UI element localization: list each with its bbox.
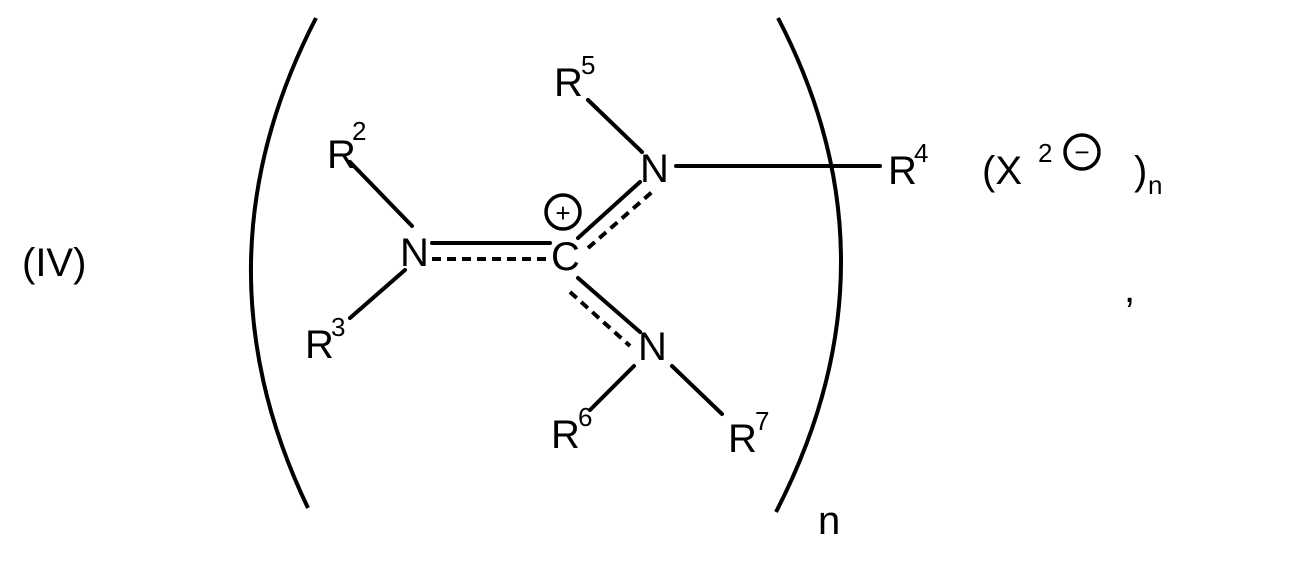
r6-sup: 6 [578,402,592,432]
r7-sup: 7 [755,406,769,436]
r4-sup: 4 [914,138,928,168]
trailing-comma: , [1124,267,1135,311]
negative-charge-sign: − [1074,137,1089,167]
bond-c-nbottom-dashed [570,292,630,346]
bond-ntop-r5 [588,100,642,152]
counter-ion-open: (X [982,149,1022,193]
bond-r2-n [350,162,412,226]
bond-r3-n [350,270,405,318]
counter-ion-sup: 2 [1038,138,1052,168]
bond-nbottom-r7 [672,366,722,414]
bracket-subscript: n [818,499,840,543]
atom-c-center: C [551,235,580,279]
right-bracket [776,18,841,512]
counter-ion-close: ) [1134,149,1147,193]
r4-base: R [888,149,917,193]
positive-charge-sign: + [555,198,570,228]
r2-sup: 2 [352,116,366,146]
atom-n-left: N [400,231,429,275]
r3-base: R [305,323,334,367]
formula-label: (IV) [22,241,86,285]
left-bracket [251,18,316,508]
counter-ion: (X 2 − ) n [982,135,1162,200]
substituent-r7: R 7 [728,406,769,461]
r5-sup: 5 [581,50,595,80]
substituent-r4: R 4 [888,138,928,193]
r7-base: R [728,417,757,461]
substituent-r3: R 3 [305,312,345,367]
atom-n-top: N [640,147,669,191]
bond-c-ntop-solid [578,182,640,238]
r6-base: R [551,413,580,457]
substituent-r2: R 2 [327,116,366,177]
bond-nbottom-r6 [590,366,634,410]
substituent-r6: R 6 [551,402,592,457]
substituent-r5: R 5 [554,50,595,105]
r3-sup: 3 [331,312,345,342]
atom-n-bottom: N [638,325,667,369]
r5-base: R [554,61,583,105]
counter-ion-sub: n [1148,170,1162,200]
